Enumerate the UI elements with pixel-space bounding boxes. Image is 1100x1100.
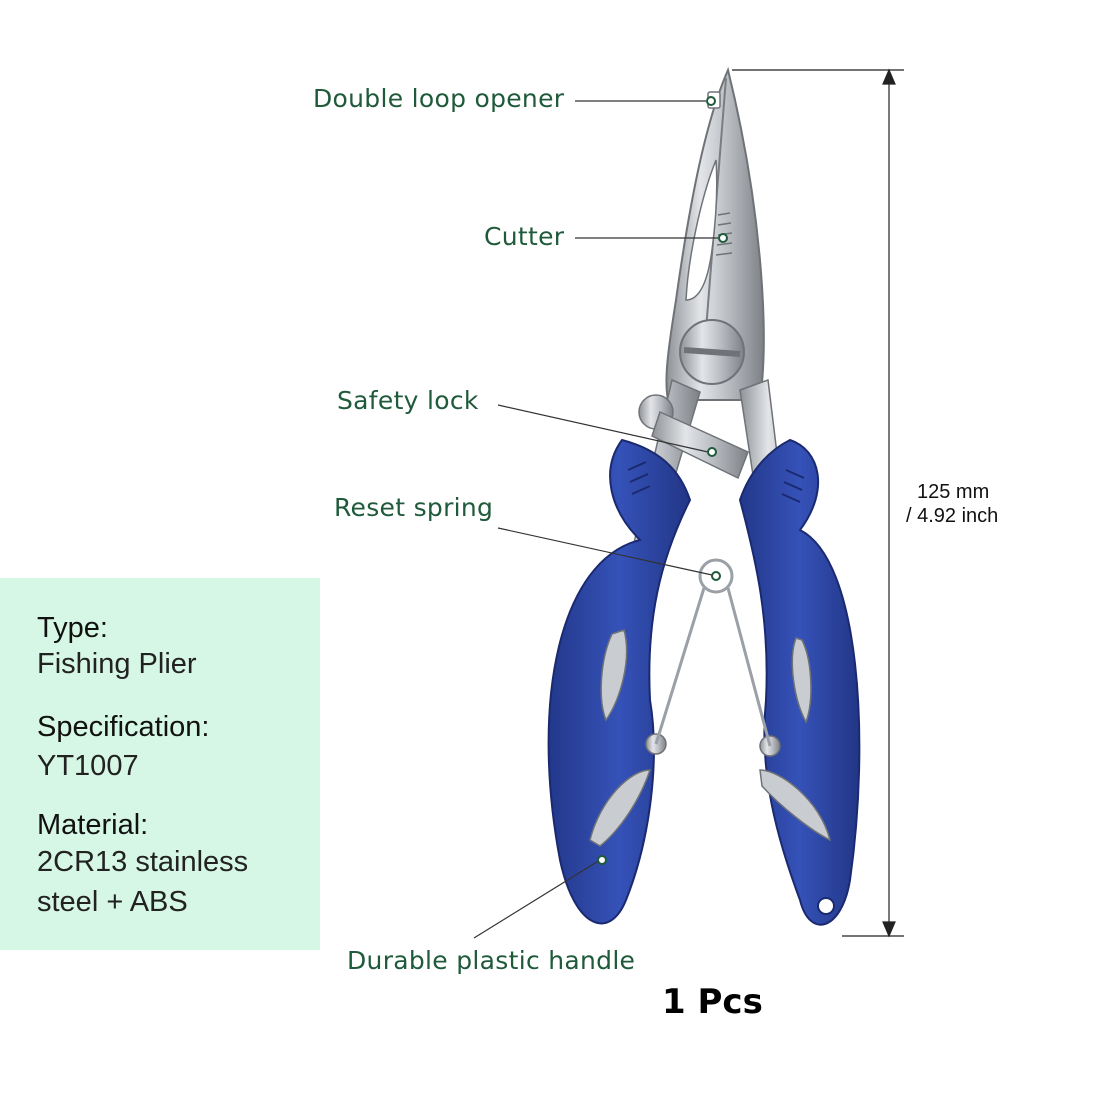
- specification-label: Specification:: [37, 711, 210, 743]
- pivot-screw: [679, 319, 745, 385]
- type-label: Type:: [37, 612, 108, 644]
- safety-lock: [638, 394, 749, 480]
- dot-loop-opener: [706, 96, 716, 106]
- plier-handle-left: [547, 438, 692, 925]
- dimension-line: [732, 68, 904, 938]
- quantity-label: 1 Pcs: [662, 982, 763, 1022]
- material-value-line1: 2CR13 stainless: [37, 846, 249, 878]
- dimension-metric: 125 mm: [917, 481, 990, 503]
- material-value-line2: steel + ABS: [37, 886, 188, 918]
- material-label: Material:: [37, 809, 149, 841]
- callout-durable-handle: Durable plastic handle: [347, 946, 636, 975]
- dot-reset-spring: [711, 571, 721, 581]
- dot-handle: [597, 855, 607, 865]
- callout-double-loop-opener: Double loop opener: [313, 84, 565, 113]
- plier-handle-right: [738, 438, 861, 926]
- specification-value: YT1007: [37, 750, 139, 782]
- callout-reset-spring: Reset spring: [334, 493, 494, 522]
- dot-cutter: [718, 233, 728, 243]
- callout-leaders: [473, 100, 718, 939]
- reset-spring: [654, 558, 772, 747]
- type-value: Fishing Plier: [37, 648, 197, 680]
- callout-safety-lock: Safety lock: [337, 386, 479, 415]
- spec-panel: Type: Fishing Plier Specification: YT100…: [0, 578, 320, 950]
- dot-safety-lock: [707, 447, 717, 457]
- callout-cutter: Cutter: [484, 222, 565, 251]
- callout-dots: [597, 96, 728, 865]
- dimension-imperial: / 4.92 inch: [906, 505, 999, 527]
